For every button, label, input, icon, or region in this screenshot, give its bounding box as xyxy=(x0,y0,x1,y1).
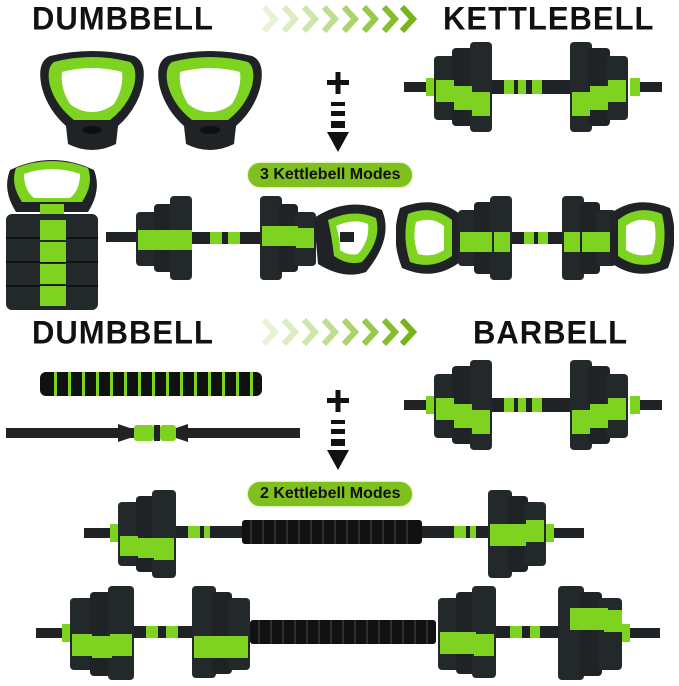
chevron-arrows-icon xyxy=(262,4,417,34)
kettlebell-handle-image-2 xyxy=(154,48,266,158)
kettlebell-modes-badge-3: 3 Kettlebell Modes xyxy=(248,163,413,187)
barbell-image-1 xyxy=(84,488,596,582)
dumbbell-double-kettle-mode-image xyxy=(396,192,674,284)
foam-connector-tube-image xyxy=(40,370,264,398)
dumbbell-image-bottom xyxy=(402,358,664,454)
title-dumbbell-top: DUMBBELL xyxy=(32,0,214,37)
title-dumbbell-bottom: DUMBBELL xyxy=(32,314,214,351)
dumbbell-image-top xyxy=(402,40,664,136)
kettlebell-assembled-image xyxy=(2,150,102,312)
title-kettlebell: KETTLEBELL xyxy=(443,0,655,37)
plus-equals-arrow-icon xyxy=(327,390,349,474)
kettlebell-handle-image-1 xyxy=(36,48,148,158)
threaded-bar-image xyxy=(6,420,300,446)
dumbbell-kettle-mode-image xyxy=(104,192,394,284)
plus-equals-arrow-icon xyxy=(327,72,349,156)
barbell-image-2 xyxy=(36,584,666,684)
chevron-arrows-icon xyxy=(262,317,417,347)
kettlebell-modes-badge-2: 2 Kettlebell Modes xyxy=(248,482,413,506)
title-barbell: BARBELL xyxy=(473,314,629,351)
